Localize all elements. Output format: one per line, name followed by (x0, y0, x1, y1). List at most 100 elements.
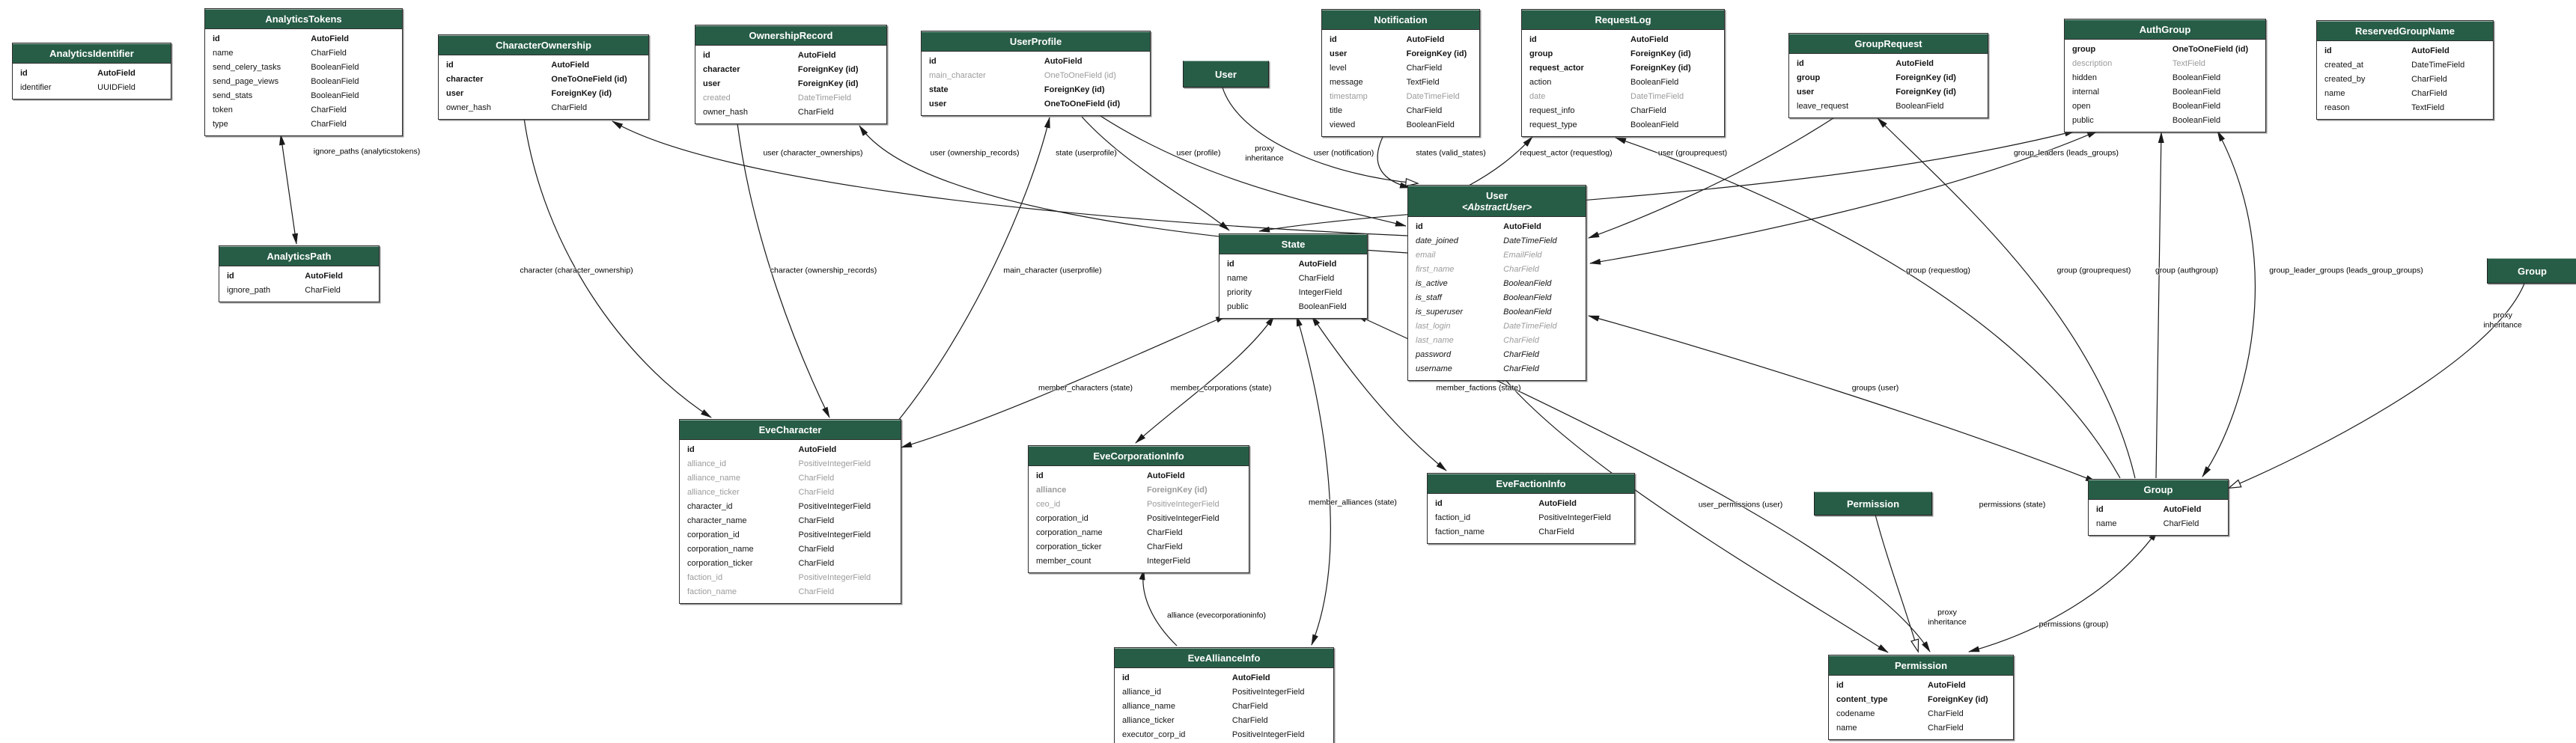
edge-label-states-valid-states: states (valid_states) (1416, 148, 1486, 158)
proxy-model-user-proxy: User (1183, 61, 1269, 88)
edge-label-permissions-group: permissions (group) (2038, 620, 2109, 629)
edge-alliance-evecorporationinfo (1139, 569, 1178, 646)
edge-label-user-proxy-inheritance: proxy inheritance (1245, 144, 1284, 162)
edge-member-corporations-state (1135, 315, 1275, 444)
table-title-analyticspath: AnalyticsPath (219, 246, 379, 266)
edge-label-ignore-paths: ignore_paths (analyticstokens) (313, 147, 421, 156)
edge-member-characters-state (901, 315, 1227, 448)
edge-label-group-requestlog: group (requestlog) (1906, 266, 1970, 275)
table-title-user-abstractuser: User<AbstractUser> (1408, 186, 1586, 217)
proxy-model-permission-proxy: Permission (1814, 492, 1932, 516)
edge-label-member-corporations-state: member_corporations (state) (1170, 383, 1272, 393)
table-title-evecorporationinfo: EveCorporationInfo (1029, 446, 1249, 466)
edge-label-member-characters-state: member_characters (state) (1038, 383, 1133, 393)
table-title-analyticsidentifier: AnalyticsIdentifier (13, 43, 171, 64)
edge-label-request-actor-requestlog: request_actor (requestlog) (1520, 148, 1613, 158)
table-title-evealliance: EveAllianceInfo (1115, 648, 1333, 668)
edge-user-notification (1377, 135, 1411, 189)
edge-label-user-notification: user (notification) (1313, 148, 1374, 158)
edge-permissions-group (1968, 530, 2158, 652)
edge-group-leader-groups (2202, 130, 2256, 477)
edge-label-member-factions-state: member_factions (state) (1436, 383, 1521, 393)
table-subtitle-user-abstractuser: <AbstractUser> (1461, 201, 1532, 212)
edge-label-alliance-evecorporationinfo: alliance (evecorporationinfo) (1167, 611, 1266, 620)
table-title-userprofile: UserProfile (922, 31, 1150, 52)
edge-label-user-profile: user (profile) (1176, 148, 1221, 158)
table-title-state: State (1220, 234, 1367, 254)
table-title-characterownership: CharacterOwnership (439, 35, 648, 55)
edge-label-user-permissions-user: user_permissions (user) (1698, 500, 1783, 510)
edge-label-group-proxy-inheritance: proxy inheritance (2483, 311, 2522, 329)
table-title-notification: Notification (1322, 10, 1479, 30)
edge-label-permission-proxy-inheritance: proxy inheritance (1928, 608, 1967, 626)
table-title-evefactioninfo: EveFactionInfo (1428, 474, 1634, 494)
table-title-permission: Permission (1829, 655, 2013, 676)
edge-group-grouprequest (1877, 117, 2136, 479)
edge-label-groups-user: groups (user) (1851, 383, 1899, 393)
edge-permission-proxy-inheritance (1875, 514, 1919, 653)
table-title-reservedgroupname: ReservedGroupName (2317, 21, 2493, 41)
edge-group-proxy-inheritance (2227, 283, 2525, 489)
edge-label-user-grouprequest: user (grouprequest) (1657, 148, 1728, 158)
edge-character-ownership-records (737, 123, 830, 418)
edge-state-userprofile (1081, 116, 1230, 231)
